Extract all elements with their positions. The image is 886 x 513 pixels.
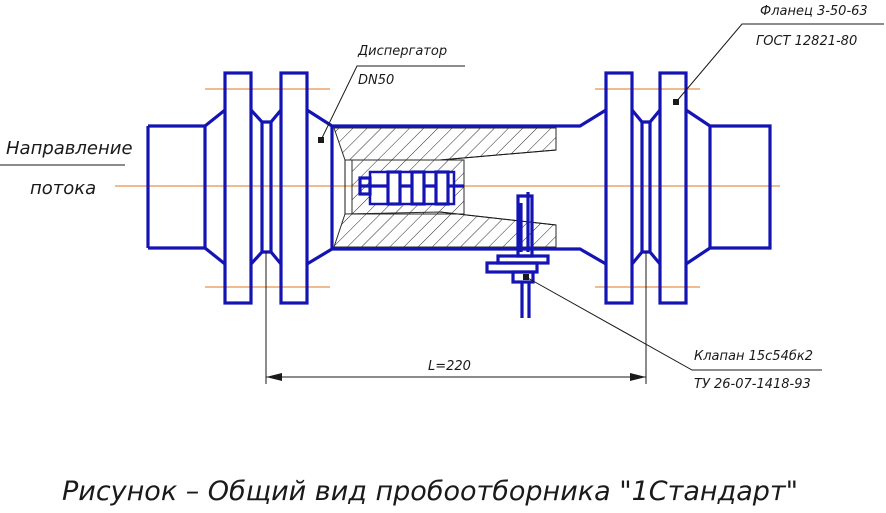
flow-direction-label-2: потока: [30, 178, 96, 199]
flange-standard-label: ГОСТ 12821-80: [756, 34, 857, 49]
right-pipe: [685, 108, 772, 266]
leaders: [0, 23, 884, 371]
left-pipe: [146, 108, 226, 266]
flange-marker: [673, 99, 679, 105]
disperser-marker: [318, 137, 324, 143]
figure-caption: Рисунок – Общий вид пробоотборника "1Ста…: [62, 476, 798, 507]
valve-label: Клапан 15с54бк2: [694, 349, 813, 364]
valve-standard-label: ТУ 26-07-1418-93: [694, 377, 811, 392]
valve: [485, 192, 550, 318]
dimension-L: [265, 252, 647, 384]
valve-marker: [523, 274, 529, 280]
right-flange-pair: [604, 71, 688, 305]
disperser-body: [306, 108, 607, 266]
disperser-size-label: DN50: [358, 73, 394, 88]
flange-label: Фланец 3-50-63: [760, 4, 868, 19]
disperser-label: Диспергатор: [357, 44, 447, 59]
dimension-label: L=220: [428, 359, 471, 374]
flow-direction-label: Направление: [6, 138, 133, 159]
